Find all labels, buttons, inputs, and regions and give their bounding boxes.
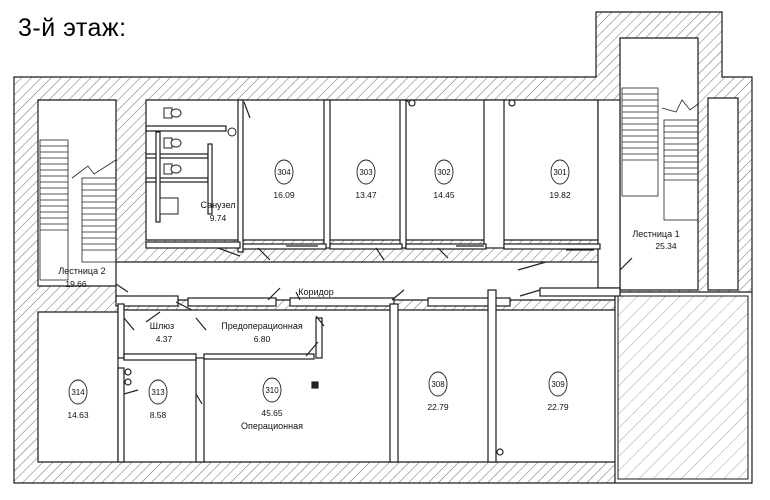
preop-area: 6.80 xyxy=(254,334,271,344)
room-303-area: 13.47 xyxy=(355,190,377,200)
shlyuz-area: 4.37 xyxy=(156,334,173,344)
room-308-number: 308 xyxy=(431,380,445,389)
room-308-area: 22.79 xyxy=(427,402,449,412)
sanuzel-area: 9.74 xyxy=(210,213,227,223)
room-310-area: 45.65 xyxy=(261,408,283,418)
stair-1-area: 25.34 xyxy=(655,241,677,251)
room-313-number: 313 xyxy=(151,388,165,397)
shlyuz-name: Шлюз xyxy=(150,321,174,331)
stair-2-name: Лестница 2 xyxy=(58,266,105,276)
door-swings xyxy=(115,99,633,456)
corridor-name: Коридор xyxy=(298,287,334,297)
room-310-name: Операционная xyxy=(241,421,303,431)
room-303-number: 303 xyxy=(359,168,373,177)
room-309-number: 309 xyxy=(551,380,565,389)
toilet-fixtures xyxy=(159,107,237,215)
room-314-number: 314 xyxy=(71,388,85,397)
room-309-area: 22.79 xyxy=(547,402,569,412)
room-301-number: 301 xyxy=(553,168,567,177)
stair-1-name: Лестница 1 xyxy=(632,229,679,239)
room-314-area: 14.63 xyxy=(67,410,89,420)
stair-2-area: 19.66 xyxy=(65,279,87,289)
room-310-number: 310 xyxy=(265,386,279,395)
room-313-area: 8.58 xyxy=(150,410,167,420)
room-304-area: 16.09 xyxy=(273,190,295,200)
plan-title: 3-й этаж: xyxy=(18,14,127,42)
stair-2-treads xyxy=(39,139,117,281)
room-number-ovals xyxy=(68,159,570,405)
stair-1-treads xyxy=(621,87,699,221)
room-301-area: 19.82 xyxy=(549,190,571,200)
sanuzel-name: Санузел xyxy=(200,200,235,210)
room-304-number: 304 xyxy=(277,168,291,177)
preop-name: Предоперационная xyxy=(221,321,303,331)
unused-area-hatch xyxy=(617,295,749,480)
room-302-number: 302 xyxy=(437,168,451,177)
room-302-area: 14.45 xyxy=(433,190,455,200)
interior-walls xyxy=(115,99,621,463)
